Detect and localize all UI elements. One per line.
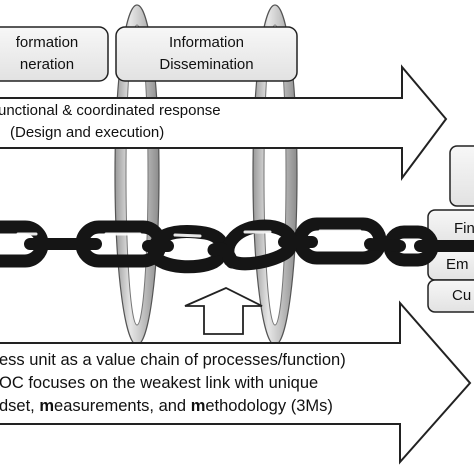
lower-arrow-label: ess unit as a value chain of processes/f… [0, 349, 346, 418]
upper-arrow-line1: unctional & coordinated response [0, 102, 221, 119]
lower-arrow-line1: ess unit as a value chain of processes/f… [0, 351, 346, 369]
lower-arrow-m2: m [190, 397, 206, 415]
dissemination-line2: Dissemination [159, 56, 254, 73]
information-dissemination-box [115, 26, 298, 82]
dissemination-box-label: Information Dissemination [116, 32, 297, 76]
upper-arrow-line2: (Design and execution) [10, 124, 165, 141]
generation-box-label: formation neration [0, 32, 108, 76]
side-item-1: Fin [454, 220, 474, 237]
upper-arrow-label: unctional & coordinated response (Design… [0, 100, 221, 144]
chain [0, 217, 474, 274]
lower-arrow-m1: m [39, 397, 55, 415]
lower-arrow-line3: dset, measurements, and methodology (3Ms… [0, 395, 346, 418]
lower-arrow-line3-rest: ethodology (3Ms) [205, 397, 333, 415]
weakest-link-pointer [184, 287, 263, 335]
generation-line1: formation [15, 34, 79, 51]
information-generation-box [0, 26, 109, 82]
generation-line2: neration [19, 56, 75, 73]
lower-arrow-line2: OC focuses on the weakest link with uniq… [0, 374, 319, 392]
lower-arrow-line3-pre: dset, [0, 397, 40, 415]
upper-arrow [0, 64, 448, 182]
side-stack [427, 145, 474, 313]
dissemination-line1: Information [168, 34, 245, 51]
lower-arrow [0, 300, 472, 465]
side-item-3: Cu [452, 287, 472, 304]
lower-arrow-line3-mid: easurements, and [54, 397, 191, 415]
side-item-2: Em [446, 256, 469, 273]
